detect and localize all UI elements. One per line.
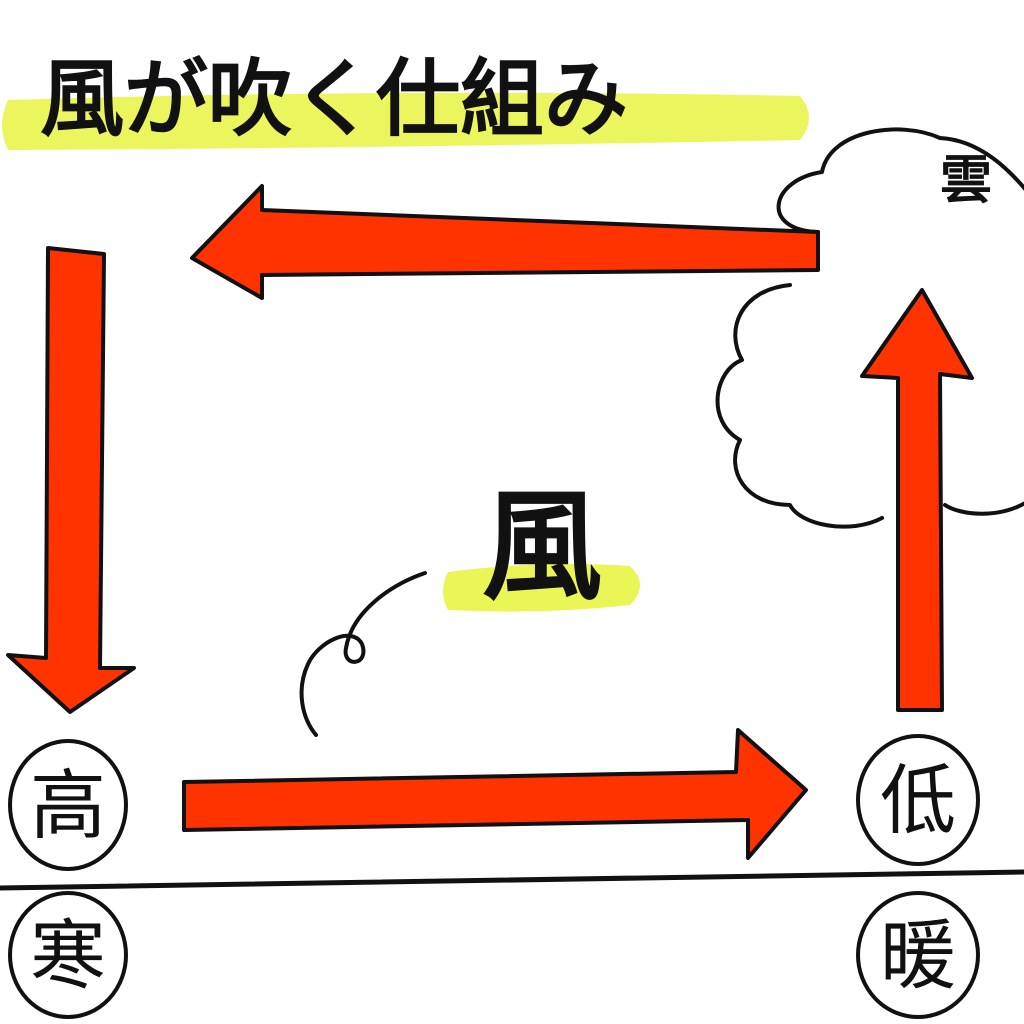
- left-arrow-down: [6, 246, 136, 714]
- cloud-label: 雲: [940, 151, 992, 211]
- wind-swirl-icon: [299, 571, 427, 737]
- cold-circle: [8, 891, 128, 1019]
- low-pressure-circle: [856, 734, 980, 866]
- cloud-shape: [715, 127, 1024, 529]
- low-pressure-label: 低: [880, 756, 956, 845]
- title-highlight: [2, 92, 809, 150]
- warm-circle: [856, 891, 980, 1019]
- lower-arrow-right: [182, 728, 808, 860]
- high-pressure-circle: [8, 739, 128, 871]
- cold-label: 寒: [30, 911, 106, 1000]
- title: 風が吹く仕組み: [40, 50, 628, 148]
- high-pressure-label: 高: [30, 761, 106, 850]
- right-arrow-up: [860, 288, 974, 712]
- warm-label: 暖: [880, 911, 956, 1000]
- wind-label: 風: [482, 478, 602, 617]
- ground-line: [0, 869, 1024, 891]
- upper-arrow-left: [190, 184, 820, 300]
- wind-highlight: [443, 564, 640, 612]
